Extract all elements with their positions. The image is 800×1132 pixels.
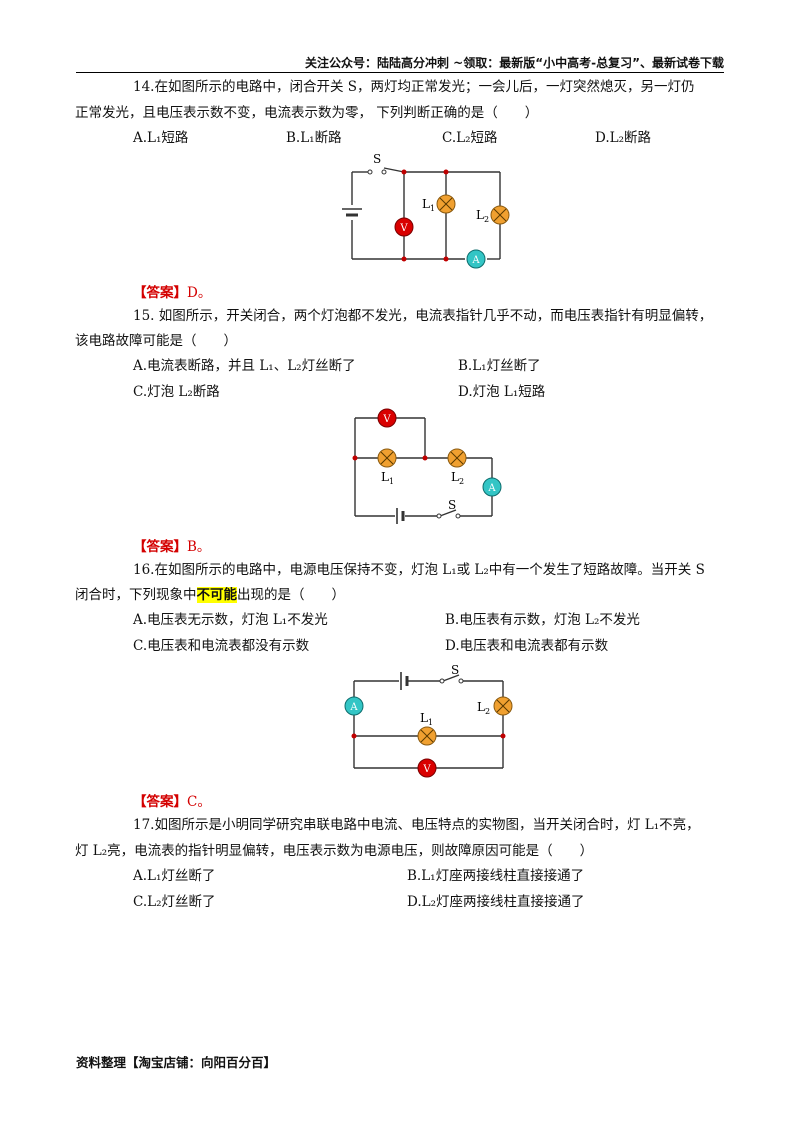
q15-lamp-l1 (377, 448, 397, 468)
q15-circuit-diagram: S V L1 L2 A (352, 408, 502, 524)
q14-option-d: D.L₂断路 (595, 130, 652, 146)
ammeter-label: A (349, 702, 358, 713)
q14-option-b: B.L₁断路 (286, 130, 342, 146)
q14-answer: 【答案】D。 (133, 285, 212, 301)
q16-node (500, 733, 506, 739)
q14-option-c: C.L₂短路 (442, 130, 498, 146)
q15-stem-line1: 15. 如图所示，开关闭合，两个灯泡都不发光，电流表指针几乎不动，而电压表指针有… (133, 308, 713, 324)
page-footer: 资料整理【淘宝店铺：向阳百分百】 (76, 1055, 277, 1070)
q14-node (443, 256, 449, 262)
q15-lamp-l2 (447, 448, 467, 468)
q14-circuit-diagram: S V L1 L2 A (342, 152, 510, 269)
q15-option-c: C.灯泡 L₂断路 (133, 384, 220, 400)
q15-l1-label: L1 (381, 470, 394, 486)
page-header: 关注公众号：陆陆高分冲刺 ~领取：最新版“小中高考-总复习”、最新试卷下载 (305, 56, 724, 70)
q17-option-a: A.L₁灯丝断了 (133, 868, 216, 884)
q14-lamp-l2 (490, 205, 510, 225)
q15-ammeter: A (482, 477, 502, 497)
q15-option-a: A.电流表断路，并且 L₁、L₂灯丝断了 (133, 358, 356, 374)
q16-stem-line1: 16.在如图所示的电路中，电源电压保持不变，灯泡 L₁或 L₂中有一个发生了短路… (133, 562, 705, 578)
q14-node (401, 169, 407, 175)
q15-switch-label: S (448, 498, 456, 512)
q14-switch-label: S (373, 152, 381, 166)
q16-node (351, 733, 357, 739)
q16-option-b: B.电压表有示数，灯泡 L₂不发光 (445, 612, 640, 628)
voltmeter-label: V (399, 223, 408, 234)
q15-option-b: B.L₁灯丝断了 (458, 358, 541, 374)
q17-option-c: C.L₂灯丝断了 (133, 894, 216, 910)
ammeter-label: A (487, 483, 496, 494)
q16-option-c: C.电压表和电流表都没有示数 (133, 638, 310, 654)
q14-node (443, 169, 449, 175)
q16-ammeter: A (344, 696, 364, 716)
q15-node (422, 455, 428, 461)
q16-lamp-l2 (493, 696, 513, 716)
q15-stem-line2: 该电路故障可能是（ ） (75, 333, 237, 349)
q14-voltmeter: V (394, 217, 414, 237)
q14-lamp-l1 (436, 194, 456, 214)
q16-switch-label: S (451, 663, 459, 677)
q15-l2-label: L2 (451, 470, 464, 486)
q16-stem-line2: 闭合时，下列现象中不可能出现的是（ ） (75, 587, 345, 603)
q16-voltmeter: V (417, 758, 437, 778)
ammeter-label: A (471, 255, 480, 266)
q14-stem-line1: 14.在如图所示的电路中，闭合开关 S，两灯均正常发光；一会儿后，一灯突然熄灭，… (133, 79, 695, 95)
q16-lamp-l1 (417, 726, 437, 746)
q16-highlight: 不可能 (196, 587, 237, 603)
voltmeter-label: V (422, 764, 431, 775)
q16-l1-label: L1 (420, 711, 433, 727)
q15-node (352, 455, 358, 461)
q17-stem-line1: 17.如图所示是小明同学研究串联电路中电流、电压特点的实物图，当开关闭合时，灯 … (133, 817, 700, 833)
q16-l2-label: L2 (477, 700, 490, 716)
q16-option-d: D.电压表和电流表都有示数 (445, 638, 609, 654)
q15-voltmeter: V (377, 408, 397, 428)
voltmeter-label: V (382, 414, 391, 425)
q14-ammeter: A (466, 249, 486, 269)
q14-l2-label: L2 (476, 208, 489, 224)
q16-circuit-diagram: S A L2 L1 V (344, 663, 513, 778)
q17-option-b: B.L₁灯座两接线柱直接接通了 (407, 868, 585, 884)
q17-stem-line2: 灯 L₂亮，电流表的指针明显偏转，电压表示数为电源电压，则故障原因可能是（ ） (75, 843, 594, 859)
q15-option-d: D.灯泡 L₁短路 (458, 384, 546, 400)
q17-option-d: D.L₂灯座两接线柱直接接通了 (407, 894, 585, 910)
q16-option-a: A.电压表无示数，灯泡 L₁不发光 (133, 612, 328, 628)
q14-option-a: A.L₁短路 (133, 130, 189, 146)
q14-stem-line2: 正常发光，且电压表示数不变，电流表示数为零， 下列判断正确的是（ ） (75, 105, 539, 121)
q14-node (401, 256, 407, 262)
header-divider (76, 72, 724, 73)
q14-l1-label: L1 (422, 197, 435, 213)
q15-answer: 【答案】B。 (133, 539, 211, 555)
q16-answer: 【答案】C。 (133, 794, 211, 810)
